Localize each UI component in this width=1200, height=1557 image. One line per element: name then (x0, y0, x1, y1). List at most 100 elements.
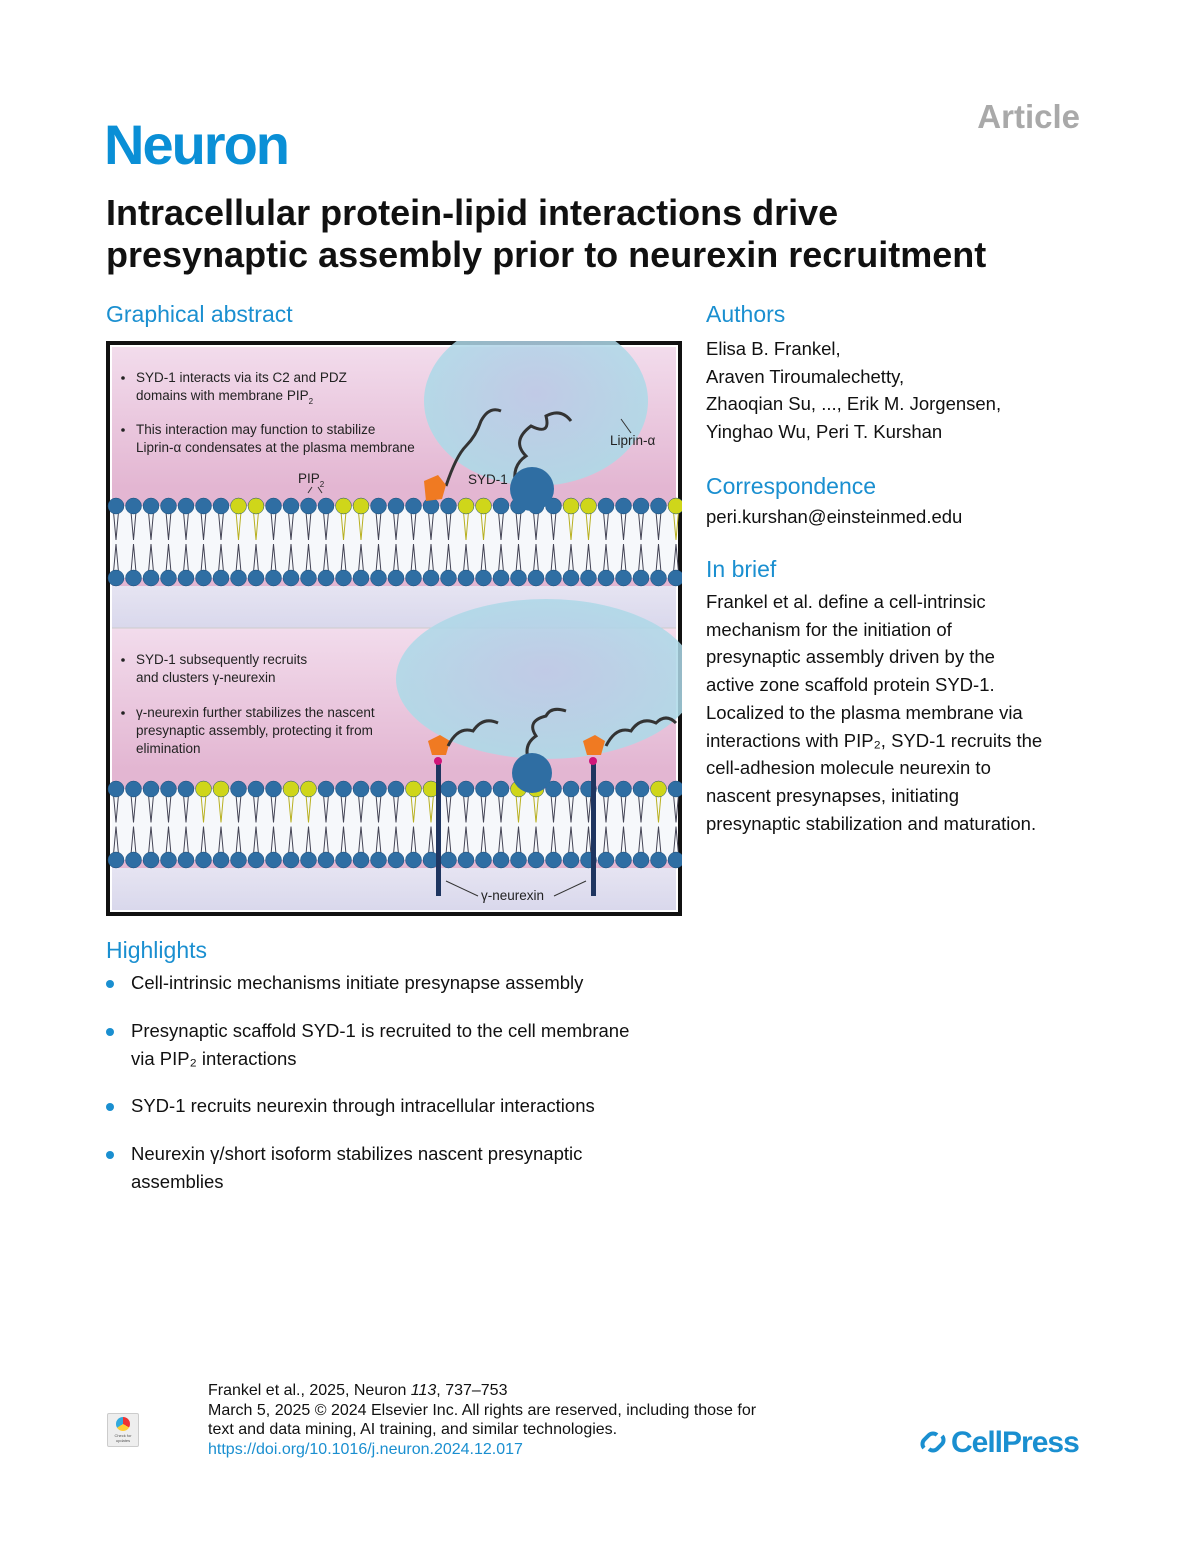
lipid-head (650, 780, 667, 798)
lipid-head (335, 569, 352, 587)
bullet-icon (106, 1151, 114, 1159)
lipid-head (265, 780, 282, 798)
lipid-head (230, 569, 247, 587)
lipid-head (370, 569, 387, 587)
pages: , 737–753 (436, 1382, 508, 1399)
journal-logo: Neuron (104, 113, 290, 176)
highlight-item: Neurexin γ/short isoform stabilizes nasc… (106, 1140, 706, 1196)
lipid-head (317, 780, 335, 798)
check-for-updates-badge[interactable]: Check for updates (107, 1413, 139, 1447)
lipid-head (615, 780, 632, 798)
lipid-head (422, 569, 440, 587)
liprin-condensate (424, 341, 648, 486)
lipid-head (422, 497, 440, 515)
highlight-item: SYD-1 recruits neurexin through intracel… (106, 1092, 706, 1120)
lipid-head (177, 497, 195, 515)
lipid-head (352, 851, 370, 869)
lipid-head (615, 851, 632, 869)
lipid-head (405, 851, 422, 869)
lipid-head (562, 497, 580, 515)
lipid-head (370, 497, 387, 515)
lipid-head (142, 497, 160, 515)
lipid-head (615, 569, 632, 587)
lipid-head (300, 851, 317, 869)
in-brief-text: Frankel et al. define a cell-intrinsic m… (706, 588, 1126, 837)
lipid-head (457, 851, 475, 869)
lipid-head (632, 569, 650, 587)
lipid-head (107, 851, 125, 869)
lipid-head (247, 851, 265, 869)
lipid-head (282, 851, 300, 869)
highlight-text: Presynaptic scaffold SYD-1 is recruited … (131, 1020, 630, 1041)
copyright-line: text and data mining, AI training, and s… (208, 1421, 618, 1439)
lipid-head (160, 851, 177, 869)
authors-list: Elisa B. Frankel, Araven Tiroumalechetty… (706, 335, 1001, 446)
lipid-head (247, 780, 265, 798)
volume: 113 (410, 1382, 437, 1399)
lipid-head (440, 569, 457, 587)
lipid-head (195, 569, 212, 587)
lipid-head (352, 497, 370, 515)
in-brief-heading: In brief (706, 556, 777, 582)
article-type: Article (977, 98, 1080, 135)
lipid-head (597, 851, 615, 869)
correspondence-email[interactable]: peri.kurshan@einsteinmed.edu (706, 506, 963, 527)
publisher-name: CellPress (951, 1426, 1080, 1459)
fig-text: presynaptic assembly, protecting it from (136, 723, 373, 738)
citation: Frankel et al., 2025, Neuron (208, 1382, 411, 1399)
lipid-head (492, 780, 510, 798)
protein-icon (424, 475, 446, 501)
brief-line: Localized to the plasma membrane via (706, 701, 1023, 723)
title-line: Intracellular protein-lipid interactions… (106, 192, 839, 233)
badge-text: Check for updates (114, 1433, 132, 1443)
lipid-head (107, 780, 125, 798)
highlight-text: Neurexin γ/short isoform stabilizes nasc… (131, 1143, 583, 1164)
subscript: 2 (320, 480, 325, 489)
check-updates-icon (116, 1417, 130, 1431)
lipid-head (212, 497, 230, 515)
lipid-head (177, 569, 195, 587)
lipid-head (667, 569, 682, 587)
neurexin-protein (436, 761, 441, 896)
highlight-item: Cell-intrinsic mechanisms initiate presy… (106, 969, 706, 997)
fig-text: Liprin-α condensates at the plasma membr… (136, 440, 415, 455)
lipid-head (142, 851, 160, 869)
syd1-protein (512, 753, 552, 793)
brief-line: presynaptic assembly driven by the (706, 646, 995, 668)
lipid-head (387, 497, 405, 515)
lipid-head (580, 497, 597, 515)
lipid-head (492, 569, 510, 587)
lipid-head (282, 569, 300, 587)
lipid-head (440, 851, 457, 869)
brief-line: Frankel et al. define a cell-intrinsic (706, 591, 986, 612)
brief-line: interactions with PIP₂, SYD-1 recruits t… (706, 729, 1043, 751)
lipid-head (160, 780, 177, 798)
lipid-head (265, 851, 282, 869)
fig-text: domains with membrane PIP (136, 388, 309, 403)
lipid-head (510, 851, 527, 869)
lipid-head (230, 780, 247, 798)
lipid-head (492, 497, 510, 515)
author-line: Elisa B. Frankel, (706, 338, 841, 359)
lipid-head (650, 851, 667, 869)
syd1-label: SYD-1 (468, 472, 508, 487)
lipid-head (335, 780, 352, 798)
lipid-head (142, 569, 160, 587)
liprin-condensate (396, 599, 682, 759)
doi-link[interactable]: https://doi.org/10.1016/j.neuron.2024.12… (208, 1441, 523, 1459)
lipid-head (107, 497, 125, 515)
lipid-head (475, 569, 492, 587)
fig-text: γ-neurexin further stabilizes the nascen… (136, 705, 375, 720)
lipid-head (317, 851, 335, 869)
neurexin-protein (591, 761, 596, 896)
lipid-head (300, 780, 317, 798)
author-line: Araven Tiroumalechetty, (706, 365, 905, 387)
bullet-icon (106, 1028, 114, 1036)
highlight-text: assemblies (131, 1171, 224, 1192)
lipid-head (282, 780, 300, 798)
lipid-head (352, 780, 370, 798)
fig-text: SYD-1 subsequently recruits (136, 652, 307, 667)
lipid-head (195, 497, 212, 515)
lipid-head (492, 851, 510, 869)
